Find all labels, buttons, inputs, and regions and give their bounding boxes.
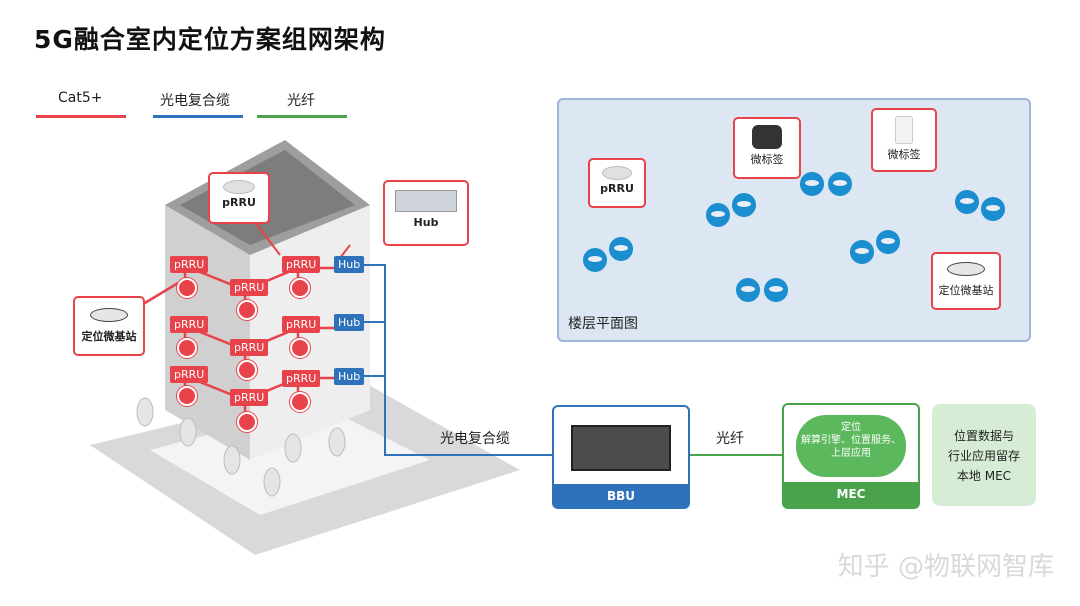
antenna-icon <box>237 360 257 380</box>
antenna-icon <box>177 278 197 298</box>
composite-cable-label: 光电复合缆 <box>440 431 510 447</box>
tag-callout-watch: 微标签 <box>733 117 801 179</box>
base-station-device-icon <box>947 262 985 276</box>
hub-label: Hub <box>334 256 365 273</box>
floor-prru-callout-label: pRRU <box>600 182 634 195</box>
prru-label: pRRU <box>170 256 209 273</box>
legend-fiber-line <box>257 115 347 118</box>
hub-device-icon <box>395 190 457 212</box>
legend-composite-line <box>153 115 243 118</box>
hub-label: Hub <box>334 368 365 385</box>
prru-label: pRRU <box>282 256 321 273</box>
mec-label: MEC <box>782 482 920 507</box>
antenna-icon <box>177 338 197 358</box>
watermark: 知乎 @物联网智库 <box>837 552 1054 582</box>
prru-label: pRRU <box>170 316 209 333</box>
fiber-label: 光纤 <box>716 431 744 447</box>
floor-base-station-callout: 定位微基站 <box>931 252 1001 310</box>
watch-tag-icon <box>752 125 782 149</box>
cloud-title: 定位 <box>841 422 861 433</box>
cloud-icon: 定位 解算引擎、位置服务、 上层应用 <box>796 415 906 477</box>
bbu-device-icon <box>571 425 671 471</box>
tag-callout-badge-label: 微标签 <box>887 148 921 161</box>
composite-cable-links <box>360 264 555 456</box>
retain-line2: 行业应用留存 <box>947 449 1020 463</box>
bbu-label: BBU <box>552 484 690 508</box>
prru-label: pRRU <box>230 339 269 356</box>
prru-callout: pRRU <box>208 172 270 224</box>
prru-node-icon <box>732 193 756 217</box>
prru-node-icon <box>955 190 979 214</box>
prru-label: pRRU <box>230 279 269 296</box>
legend-cat5-label: Cat5+ <box>58 90 103 106</box>
prru-node-icon <box>828 172 852 196</box>
prru-label: pRRU <box>282 370 321 387</box>
prru-node-icon <box>609 237 633 261</box>
prru-node-icon <box>876 230 900 254</box>
prru-node-icon <box>981 197 1005 221</box>
prru-callout-label: pRRU <box>222 196 256 209</box>
prru-label: pRRU <box>170 366 209 383</box>
legend-fiber-label: 光纤 <box>287 93 315 109</box>
prru-node-icon <box>850 240 874 264</box>
antenna-icon <box>290 338 310 358</box>
trees <box>136 397 346 497</box>
floor-prru-callout: pRRU <box>588 158 646 208</box>
floor-plan-caption: 楼层平面图 <box>568 316 638 332</box>
retain-line3: 本地 MEC <box>956 469 1012 483</box>
prru-label: pRRU <box>230 389 269 406</box>
cloud-line1: 解算引擎、位置服务、 <box>801 435 901 446</box>
prru-label: pRRU <box>282 316 321 333</box>
base-station-device-icon <box>90 308 128 322</box>
cloud-line2: 上层应用 <box>831 448 871 459</box>
hub-label: Hub <box>334 314 365 331</box>
prru-node-icon <box>800 172 824 196</box>
antenna-icon <box>237 412 257 432</box>
base-station-callout: 定位微基站 <box>73 296 145 356</box>
base-station-callout-label: 定位微基站 <box>81 330 137 343</box>
legend-composite-label: 光电复合缆 <box>160 93 230 109</box>
retain-line1: 位置数据与 <box>953 429 1014 443</box>
antenna-icon <box>290 278 310 298</box>
tag-callout-badge: 微标签 <box>871 108 937 172</box>
data-retention-box: 位置数据与 行业应用留存 本地 MEC <box>932 404 1036 506</box>
prru-node-icon <box>583 248 607 272</box>
prru-device-icon <box>602 166 632 180</box>
prru-node-icon <box>764 278 788 302</box>
page-title: 5G融合室内定位方案组网架构 <box>34 25 386 54</box>
prru-node-icon <box>736 278 760 302</box>
floor-base-station-callout-label: 定位微基站 <box>938 284 994 297</box>
prru-node-icon <box>706 203 730 227</box>
badge-tag-icon <box>895 116 913 144</box>
prru-device-icon <box>223 180 255 194</box>
antenna-icon <box>177 386 197 406</box>
legend-cat5-line <box>36 115 126 118</box>
antenna-icon <box>237 300 257 320</box>
tag-callout-watch-label: 微标签 <box>750 153 784 166</box>
hub-callout-label: Hub <box>413 216 439 229</box>
antenna-icon <box>290 392 310 412</box>
hub-callout: Hub <box>383 180 469 246</box>
